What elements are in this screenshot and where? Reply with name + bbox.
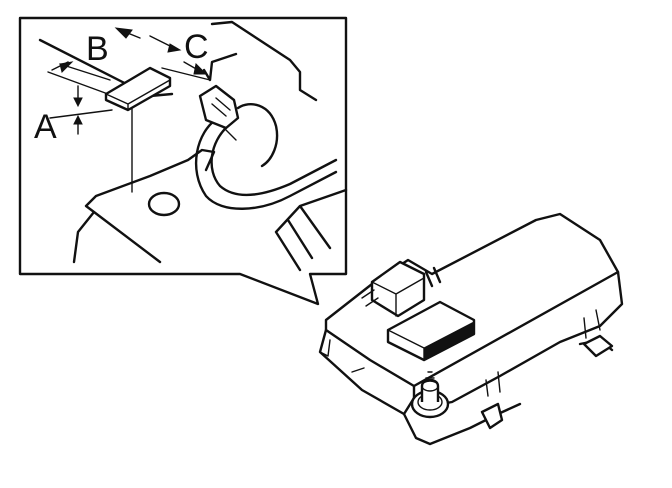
dimension-a: A xyxy=(34,71,113,146)
zoom-inset: A B C xyxy=(18,16,348,306)
mounting-tab-right xyxy=(582,334,614,358)
inset-cable-clip xyxy=(198,84,240,130)
inset-hole xyxy=(147,191,181,217)
label-a: A xyxy=(34,108,57,146)
housing-front xyxy=(318,328,416,416)
inset-housing-top xyxy=(38,20,318,102)
housing-top xyxy=(324,212,620,388)
terminal-bolt xyxy=(410,371,450,419)
main-assembly xyxy=(318,212,624,446)
inset-tab xyxy=(104,66,172,112)
dimension-c: C xyxy=(149,28,211,81)
mounting-tab-front xyxy=(480,402,504,430)
inset-right-block xyxy=(274,188,348,272)
dimension-b: B xyxy=(51,27,141,81)
connector-block xyxy=(370,260,426,318)
inset-frame xyxy=(18,16,348,306)
label-c: C xyxy=(184,28,209,66)
label-b: B xyxy=(86,30,109,68)
inset-base-plate xyxy=(72,148,216,264)
inset-housing-step xyxy=(202,52,238,82)
inset-cable xyxy=(194,116,338,210)
